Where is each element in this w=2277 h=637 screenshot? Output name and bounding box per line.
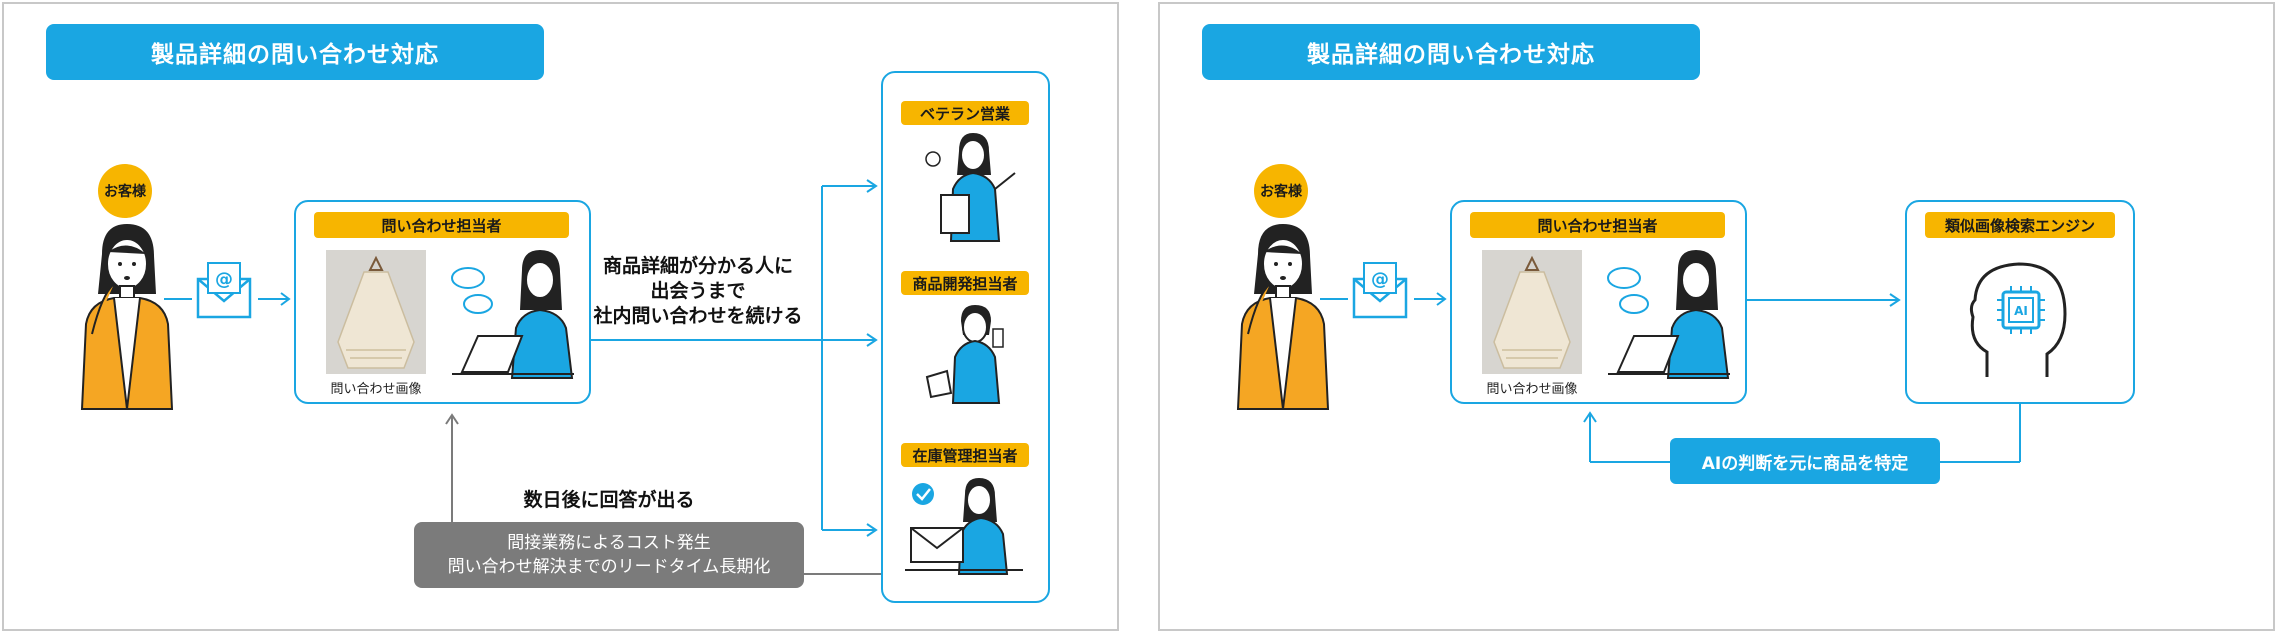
panel-current-flow: 製品詳細の問い合わせ対応 お客様 @ 問い合わせ担当者 問い合わせ画像 bbox=[2, 2, 1119, 631]
email-icon: @ bbox=[1320, 262, 1447, 319]
operator-icon bbox=[1607, 250, 1730, 379]
search-text-line: 商品詳細が分かる人に bbox=[602, 255, 793, 277]
operator-icon bbox=[451, 250, 574, 379]
panel-title: 製品詳細の問い合わせ対応 bbox=[1202, 24, 1700, 80]
person-label-veteran: ベテラン営業 bbox=[901, 101, 1029, 125]
connector-lines bbox=[1583, 293, 2021, 463]
poncho-photo bbox=[1482, 250, 1582, 374]
customer-badge: お客様 bbox=[1254, 164, 1308, 218]
result-text: 数日後に回答が出る bbox=[523, 489, 695, 511]
svg-text:@: @ bbox=[1371, 269, 1389, 290]
ai-chip-text: AI bbox=[2014, 304, 2028, 318]
search-text-line: 出会うまで bbox=[650, 280, 746, 302]
customer-woman-icon bbox=[1236, 224, 1330, 410]
engine-box: 類似画像検索エンジン AI bbox=[1905, 200, 2135, 404]
inventory-icon bbox=[905, 478, 1023, 575]
poncho-photo bbox=[326, 250, 426, 374]
connector-lines bbox=[445, 179, 884, 575]
search-text-line: 社内問い合わせを続ける bbox=[593, 305, 803, 327]
image-caption: 問い合わせ画像 bbox=[330, 382, 422, 397]
staff-label: 問い合わせ担当者 bbox=[314, 212, 569, 238]
customer-woman-icon bbox=[80, 224, 174, 410]
ai-head-icon: AI bbox=[1969, 262, 2067, 377]
problem-line: 問い合わせ解決までのリードタイム長期化 bbox=[447, 557, 771, 577]
search-text: 商品詳細が分かる人に 出会うまで 社内問い合わせを続ける bbox=[588, 254, 808, 329]
problem-box: 間接業務によるコスト発生 問い合わせ解決までのリードタイム長期化 bbox=[414, 522, 804, 588]
staff-box: 問い合わせ担当者 問い合わせ画像 bbox=[1450, 200, 1747, 404]
staff-box: 問い合わせ担当者 問い合わせ画像 bbox=[294, 200, 591, 404]
staff-label: 問い合わせ担当者 bbox=[1470, 212, 1725, 238]
result-label: AIの判断を元に商品を特定 bbox=[1670, 438, 1940, 484]
customer-badge: お客様 bbox=[98, 164, 152, 218]
engine-label: 類似画像検索エンジン bbox=[1925, 212, 2115, 238]
veteran-sales-icon bbox=[925, 133, 1016, 242]
people-box: ベテラン営業 商品開発担当者 在庫管理担当者 bbox=[881, 71, 1050, 603]
problem-line: 間接業務によるコスト発生 bbox=[507, 533, 711, 553]
person-label-developer: 商品開発担当者 bbox=[901, 271, 1029, 295]
panel-ai-flow: 製品詳細の問い合わせ対応 お客様 @ 問い合わせ担当者 問い合わせ画像 bbox=[1158, 2, 2275, 631]
svg-text:@: @ bbox=[215, 269, 233, 290]
image-caption: 問い合わせ画像 bbox=[1486, 382, 1578, 397]
panel-title: 製品詳細の問い合わせ対応 bbox=[46, 24, 544, 80]
email-icon: @ bbox=[164, 262, 291, 319]
developer-icon bbox=[925, 305, 1004, 404]
person-label-inventory: 在庫管理担当者 bbox=[901, 443, 1029, 467]
